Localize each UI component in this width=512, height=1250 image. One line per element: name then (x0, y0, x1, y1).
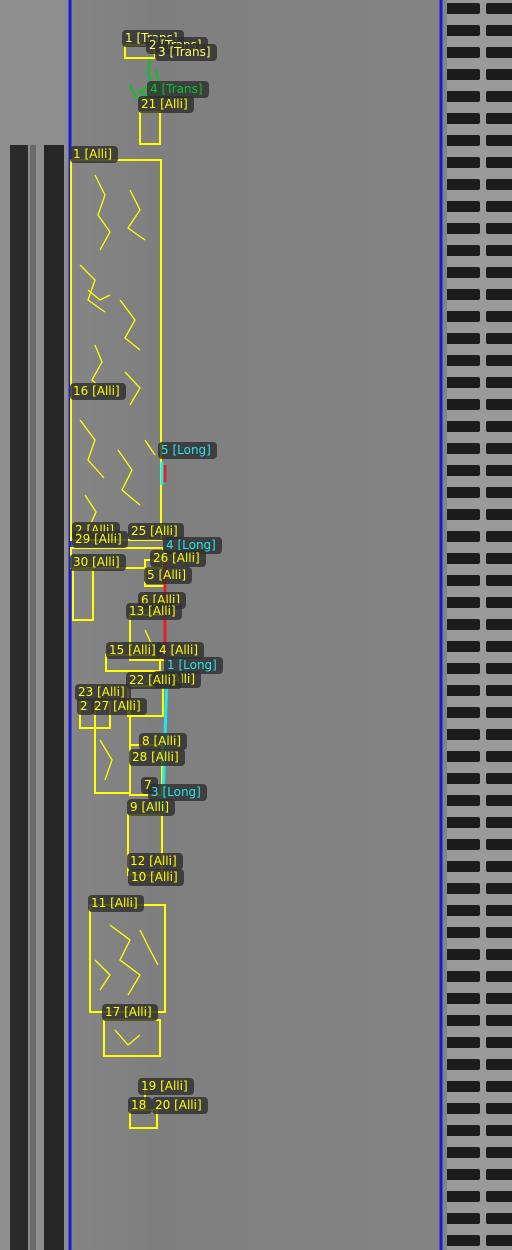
label-trans-4[interactable]: 4 [Trans] (147, 81, 209, 98)
label-trans-3[interactable]: 3 [Trans] (155, 44, 217, 61)
label-alli-29[interactable]: 29 [Alli] (72, 531, 128, 548)
label-alli-17[interactable]: 17 [Alli] (102, 1004, 158, 1021)
label-alli-4[interactable]: 4 [Alli] (156, 642, 205, 659)
label-alli-19[interactable]: 19 [Alli] (138, 1078, 194, 1095)
label-alli-22[interactable]: 22 [Alli] (126, 672, 182, 689)
label-long-5[interactable]: 5 [Long] (158, 442, 217, 459)
label-alli-9[interactable]: 9 [Alli] (127, 799, 176, 816)
label-alli-10[interactable]: 10 [Alli] (128, 869, 184, 886)
alligator-crack-network (79, 174, 159, 1046)
label-alli-15[interactable]: 15 [Alli] (106, 642, 162, 659)
edge-teeth (447, 0, 512, 1250)
label-long-1[interactable]: 1 [Long] (164, 657, 223, 674)
label-alli-5[interactable]: 5 [Alli] (144, 567, 193, 584)
label-alli-20[interactable]: 20 [Alli] (152, 1097, 208, 1114)
label-alli-2b[interactable]: 2 (77, 698, 94, 715)
label-alli-30[interactable]: 30 [Alli] (70, 554, 126, 571)
label-alli-28[interactable]: 28 [Alli] (129, 749, 185, 766)
label-alli-25[interactable]: 25 [Alli] (128, 523, 184, 540)
label-alli-11[interactable]: 11 [Alli] (88, 895, 144, 912)
label-alli-13[interactable]: 13 [Alli] (126, 603, 182, 620)
label-alli-1[interactable]: 1 [Alli] (70, 146, 119, 163)
groove-left-1 (10, 145, 28, 1250)
label-long-4[interactable]: 4 [Long] (163, 537, 222, 554)
label-alli-16[interactable]: 16 [Alli] (70, 383, 126, 400)
label-alli-18[interactable]: 18 (128, 1097, 153, 1114)
label-alli-21[interactable]: 21 [Alli] (138, 96, 194, 113)
label-long-3[interactable]: 3 [Long] (148, 784, 207, 801)
label-alli-23[interactable]: 23 [Alli] (75, 684, 131, 701)
label-alli-26[interactable]: 26 [Alli] (150, 550, 206, 567)
label-alli-12[interactable]: 12 [Alli] (127, 853, 183, 870)
groove-left-2 (44, 145, 64, 1250)
label-alli-8[interactable]: 8 [Alli] (139, 733, 188, 750)
label-alli-27[interactable]: 27 [Alli] (91, 698, 147, 715)
